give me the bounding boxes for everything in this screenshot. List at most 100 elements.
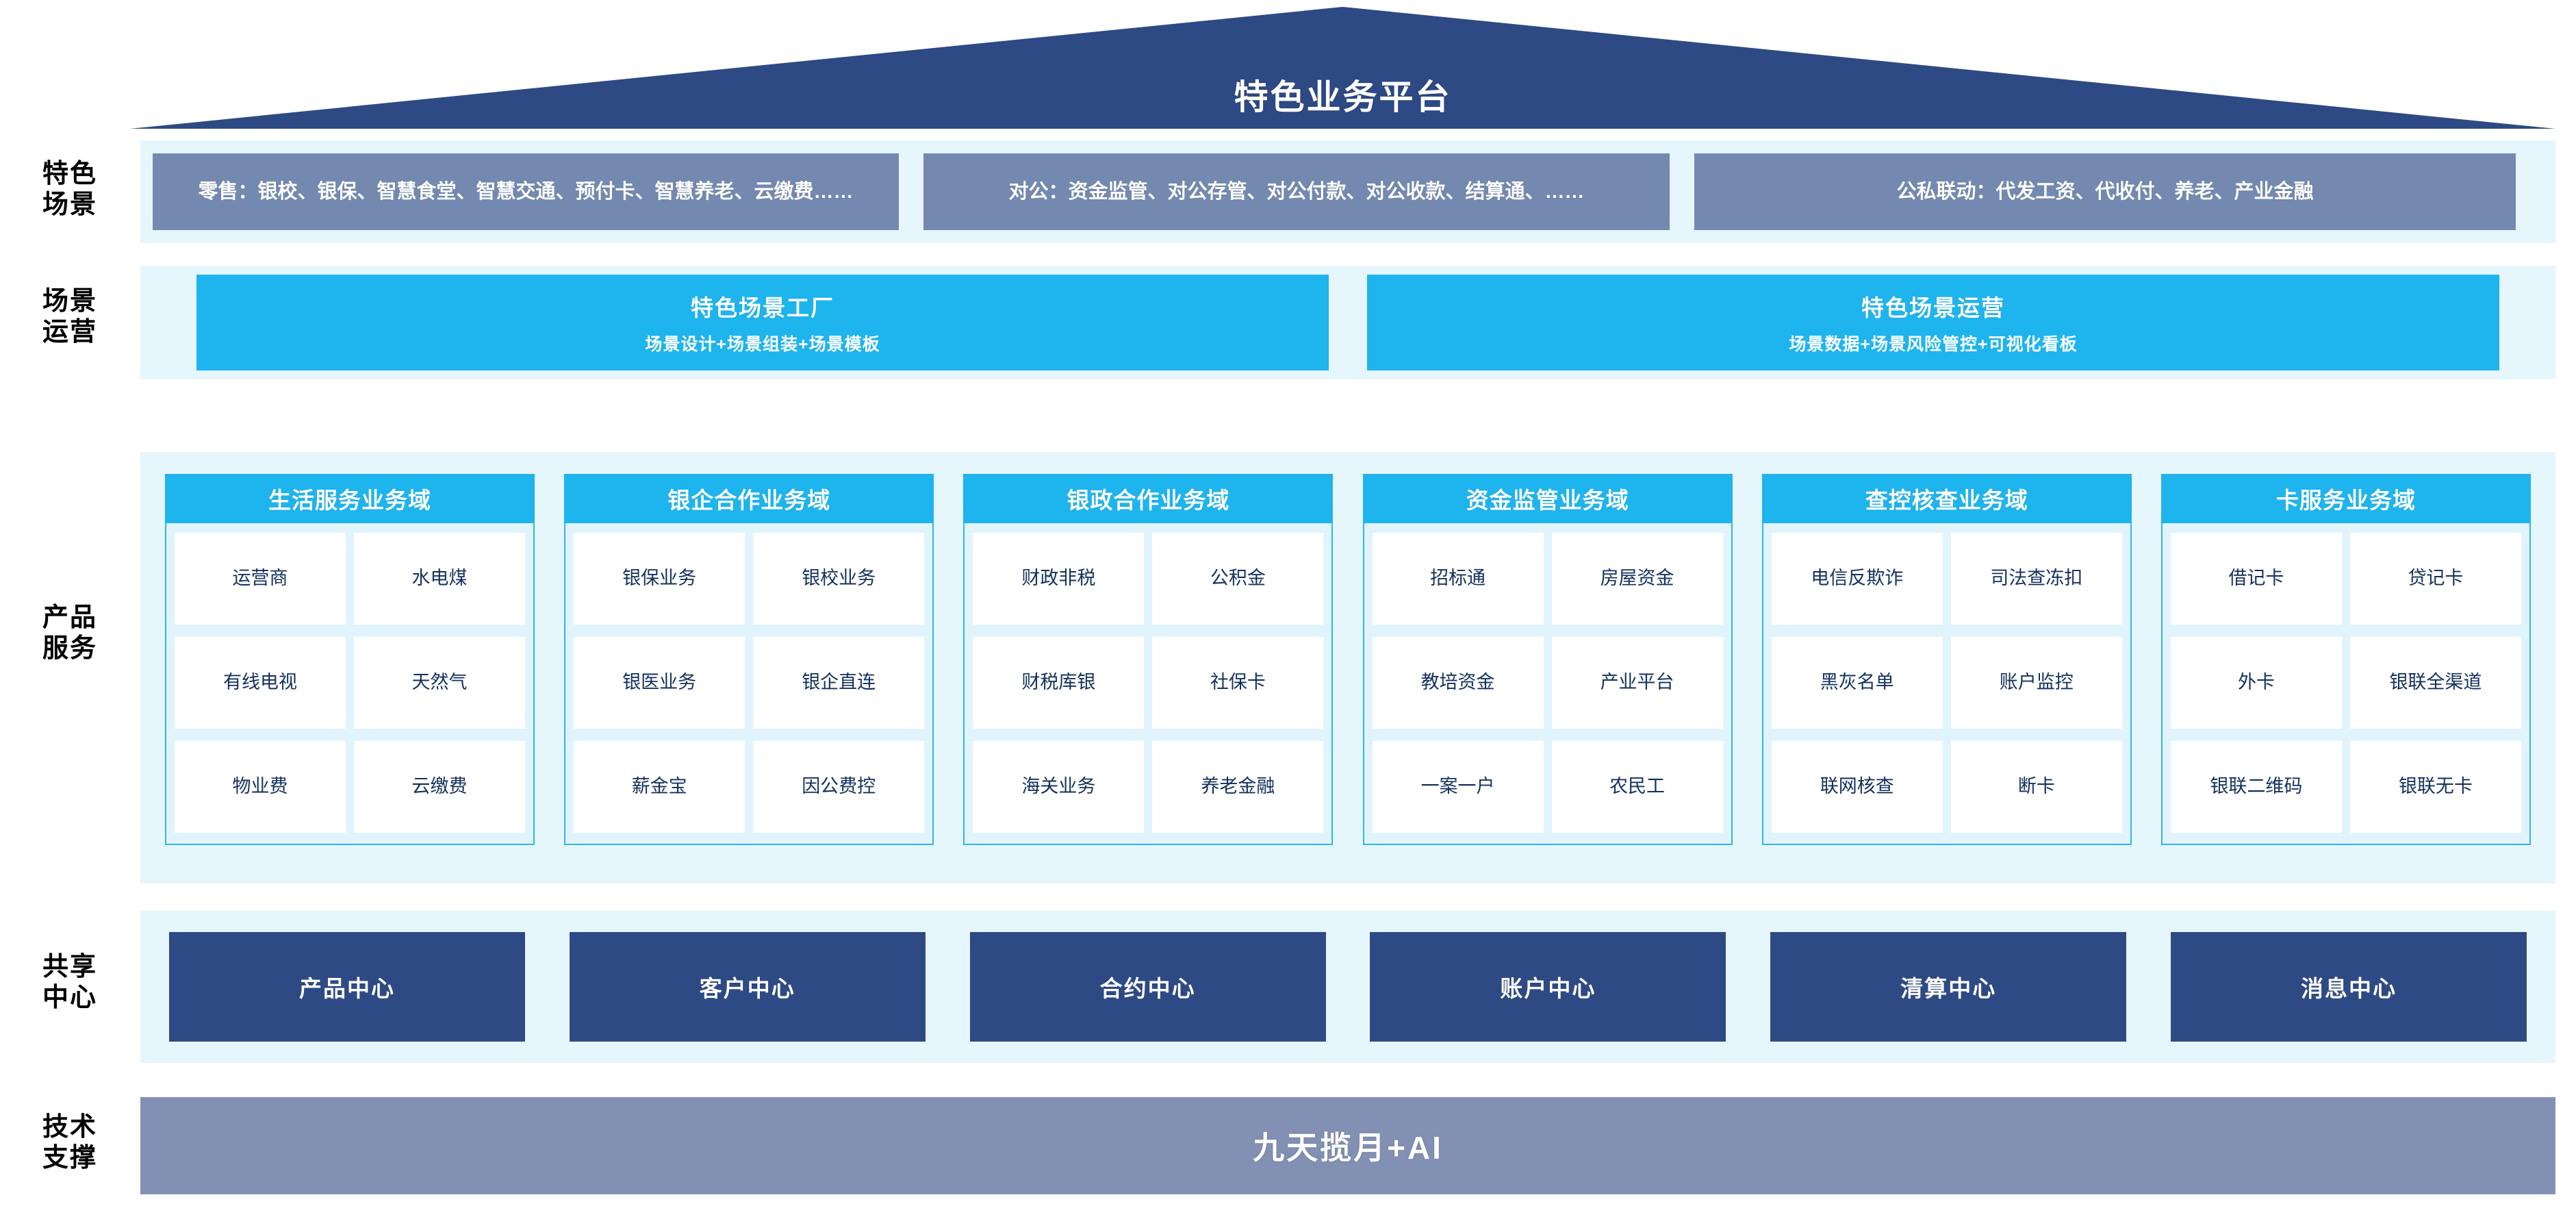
domain-card-bank-government[interactable]: 银政合作业务域 财政非税 公积金 财税库银 社保卡 海关业务 养老金融 xyxy=(963,474,1334,845)
tile-item[interactable]: 教培资金 xyxy=(1372,637,1544,729)
tile-line1: 电信 xyxy=(1811,568,1848,589)
tile-line1: 因公费控 xyxy=(802,776,876,797)
tile-item[interactable]: 借记卡 xyxy=(2170,533,2342,625)
tile-item[interactable]: 司法查冻扣 xyxy=(1950,533,2122,625)
tile-line1: 银校业务 xyxy=(802,568,876,589)
tile-item[interactable]: 有线电视 xyxy=(175,637,346,729)
scene-box-retail[interactable]: 零售：银校、银保、智慧食堂、智慧交通、预付卡、智慧养老、云缴费…… xyxy=(153,153,899,230)
row-label-shared-line1: 共享 xyxy=(42,953,97,981)
tile-line1: 教培资金 xyxy=(1420,672,1495,693)
tile-item[interactable]: 天然气 xyxy=(354,637,525,729)
domain-card-bank-government-items: 财政非税 公积金 财税库银 社保卡 海关业务 养老金融 xyxy=(963,523,1334,845)
tile-line1: 银联 xyxy=(2210,776,2247,797)
row-label-product-line2: 服务 xyxy=(42,633,97,663)
row-label-scene-line1: 特色 xyxy=(42,160,97,188)
tile-item[interactable]: 运营商 xyxy=(175,533,346,625)
shared-center-customer-label: 客户中心 xyxy=(699,976,795,1001)
tech-support-label: 九天揽月+AI xyxy=(1253,1130,1443,1166)
tile-line2: 反欺诈 xyxy=(1848,568,1904,589)
tile-item[interactable]: 公积金 xyxy=(1152,533,1324,625)
scene-row-panel: 零售：银校、银保、智慧食堂、智慧交通、预付卡、智慧养老、云缴费…… 对公：资金监… xyxy=(140,140,2555,243)
tech-support-bar[interactable]: 九天揽月+AI xyxy=(140,1097,2555,1194)
tile-item[interactable]: 银联全渠道 xyxy=(2349,637,2521,729)
ops-box-scene-operation-title: 特色场景运营 xyxy=(1861,295,2005,320)
page-title: 特色业务平台 xyxy=(1234,78,1452,116)
row-label-tech-line1: 技术 xyxy=(42,1113,97,1142)
domain-card-fund-supervision-items: 招标通 房屋资金 教培资金 产业平台 一案一户 农民工 xyxy=(1362,523,1733,845)
scene-box-corporate[interactable]: 对公：资金监管、对公存管、对公付款、对公收款、结算通、…… xyxy=(923,153,1670,230)
tile-item[interactable]: 银校业务 xyxy=(753,533,925,625)
row-label-scene-line2: 场景 xyxy=(42,190,97,219)
tile-item[interactable]: 账户监控 xyxy=(1950,637,2122,729)
tile-line1: 外卡 xyxy=(2237,672,2275,693)
tile-item[interactable]: 产业平台 xyxy=(1551,637,1723,729)
tile-line1: 财税库银 xyxy=(1021,672,1096,693)
row-label-shared: 共享 中心 xyxy=(15,952,125,1014)
tile-item[interactable]: 海关业务 xyxy=(973,741,1145,833)
tile-item[interactable]: 财税库银 xyxy=(973,637,1145,729)
tile-line1: 银联无卡 xyxy=(2398,776,2473,797)
tile-item[interactable]: 银保业务 xyxy=(574,533,745,625)
tile-line1: 断卡 xyxy=(2017,776,2055,797)
tile-line1: 养老金融 xyxy=(1201,776,1275,797)
tile-item[interactable]: 社保卡 xyxy=(1152,637,1324,729)
tile-item[interactable]: 银联二维码 xyxy=(2170,741,2342,833)
domain-card-bank-enterprise[interactable]: 银企合作业务域 银保业务 银校业务 银医业务 银企直连 薪金宝 因公费控 xyxy=(564,474,934,845)
tile-item[interactable]: 因公费控 xyxy=(753,741,925,833)
tile-item[interactable]: 财政非税 xyxy=(973,533,1145,625)
tile-line2: 全渠道 xyxy=(2426,672,2482,693)
shared-center-contract[interactable]: 合约中心 xyxy=(969,932,1326,1042)
domain-card-life-service-items: 运营商 水电煤 有线电视 天然气 物业费 云缴费 xyxy=(165,523,535,845)
scene-box-public-private[interactable]: 公私联动：代发工资、代收付、养老、产业金融 xyxy=(1694,153,2516,230)
tile-line1: 水电煤 xyxy=(411,568,468,589)
row-label-ops-line2: 运营 xyxy=(42,317,97,347)
shared-center-account[interactable]: 账户中心 xyxy=(1370,932,1726,1042)
tile-item[interactable]: 水电煤 xyxy=(354,533,525,625)
tile-item[interactable]: 养老金融 xyxy=(1152,741,1324,833)
tile-line1: 财政非税 xyxy=(1021,568,1096,589)
shared-center-contract-label: 合约中心 xyxy=(1099,976,1196,1001)
tile-line1: 黑灰名单 xyxy=(1820,672,1894,693)
tile-line1: 社保卡 xyxy=(1210,672,1266,693)
tile-item[interactable]: 贷记卡 xyxy=(2349,533,2521,625)
tile-item[interactable]: 房屋资金 xyxy=(1551,533,1723,625)
tile-item[interactable]: 农民工 xyxy=(1551,741,1723,833)
shared-center-row-panel: 产品中心 客户中心 合约中心 账户中心 清算中心 消息中心 xyxy=(140,911,2555,1063)
shared-center-account-label: 账户中心 xyxy=(1500,976,1596,1001)
domain-card-card-service[interactable]: 卡服务业务域 借记卡 贷记卡 外卡 银联全渠道 银联二维码 银联无卡 xyxy=(2160,474,2531,845)
scene-box-public-private-text: 公私联动：代发工资、代收付、养老、产业金融 xyxy=(1896,180,2314,203)
tile-item[interactable]: 云缴费 xyxy=(354,741,525,833)
shared-center-settlement[interactable]: 清算中心 xyxy=(1770,932,2127,1042)
tile-item[interactable]: 银联无卡 xyxy=(2349,741,2521,833)
domain-card-bank-enterprise-items: 银保业务 银校业务 银医业务 银企直连 薪金宝 因公费控 xyxy=(564,523,934,845)
tile-line1: 借记卡 xyxy=(2228,568,2284,589)
tile-item[interactable]: 黑灰名单 xyxy=(1771,637,1943,729)
domain-card-investigation-control[interactable]: 查控核查业务域 电信反欺诈 司法查冻扣 黑灰名单 账户监控 联网核查 断卡 xyxy=(1761,474,2132,845)
domain-card-card-service-items: 借记卡 贷记卡 外卡 银联全渠道 银联二维码 银联无卡 xyxy=(2160,523,2531,845)
tile-line1: 农民工 xyxy=(1609,776,1666,797)
domain-card-bank-enterprise-title: 银企合作业务域 xyxy=(564,474,934,523)
tile-item[interactable]: 招标通 xyxy=(1372,533,1544,625)
domain-card-life-service[interactable]: 生活服务业务域 运营商 水电煤 有线电视 天然气 物业费 云缴费 xyxy=(165,474,535,845)
tile-line1: 运营商 xyxy=(232,568,288,589)
tile-item[interactable]: 一案一户 xyxy=(1372,741,1544,833)
tile-item[interactable]: 断卡 xyxy=(1950,741,2122,833)
tile-item[interactable]: 薪金宝 xyxy=(574,741,745,833)
shared-center-customer[interactable]: 客户中心 xyxy=(569,932,926,1042)
ops-box-scene-factory-title: 特色场景工厂 xyxy=(691,295,834,320)
shared-center-product[interactable]: 产品中心 xyxy=(169,932,525,1042)
ops-box-scene-operation[interactable]: 特色场景运营 场景数据+场景风险管控+可视化看板 xyxy=(1367,275,2499,370)
tile-line2: 查冻扣 xyxy=(2027,568,2083,589)
tile-line1: 银企直连 xyxy=(802,672,876,693)
row-label-tech-line2: 支撑 xyxy=(42,1143,97,1172)
tile-item[interactable]: 电信反欺诈 xyxy=(1771,533,1943,625)
tile-item[interactable]: 联网核查 xyxy=(1771,741,1943,833)
tile-item[interactable]: 银医业务 xyxy=(574,637,745,729)
shared-center-message[interactable]: 消息中心 xyxy=(2170,932,2527,1042)
tile-item[interactable]: 外卡 xyxy=(2170,637,2342,729)
tile-item[interactable]: 物业费 xyxy=(175,741,346,833)
domain-card-fund-supervision-title: 资金监管业务域 xyxy=(1362,474,1733,523)
tile-item[interactable]: 银企直连 xyxy=(753,637,925,729)
domain-card-fund-supervision[interactable]: 资金监管业务域 招标通 房屋资金 教培资金 产业平台 一案一户 农民工 xyxy=(1362,474,1733,845)
ops-box-scene-factory[interactable]: 特色场景工厂 场景设计+场景组装+场景模板 xyxy=(196,275,1329,370)
